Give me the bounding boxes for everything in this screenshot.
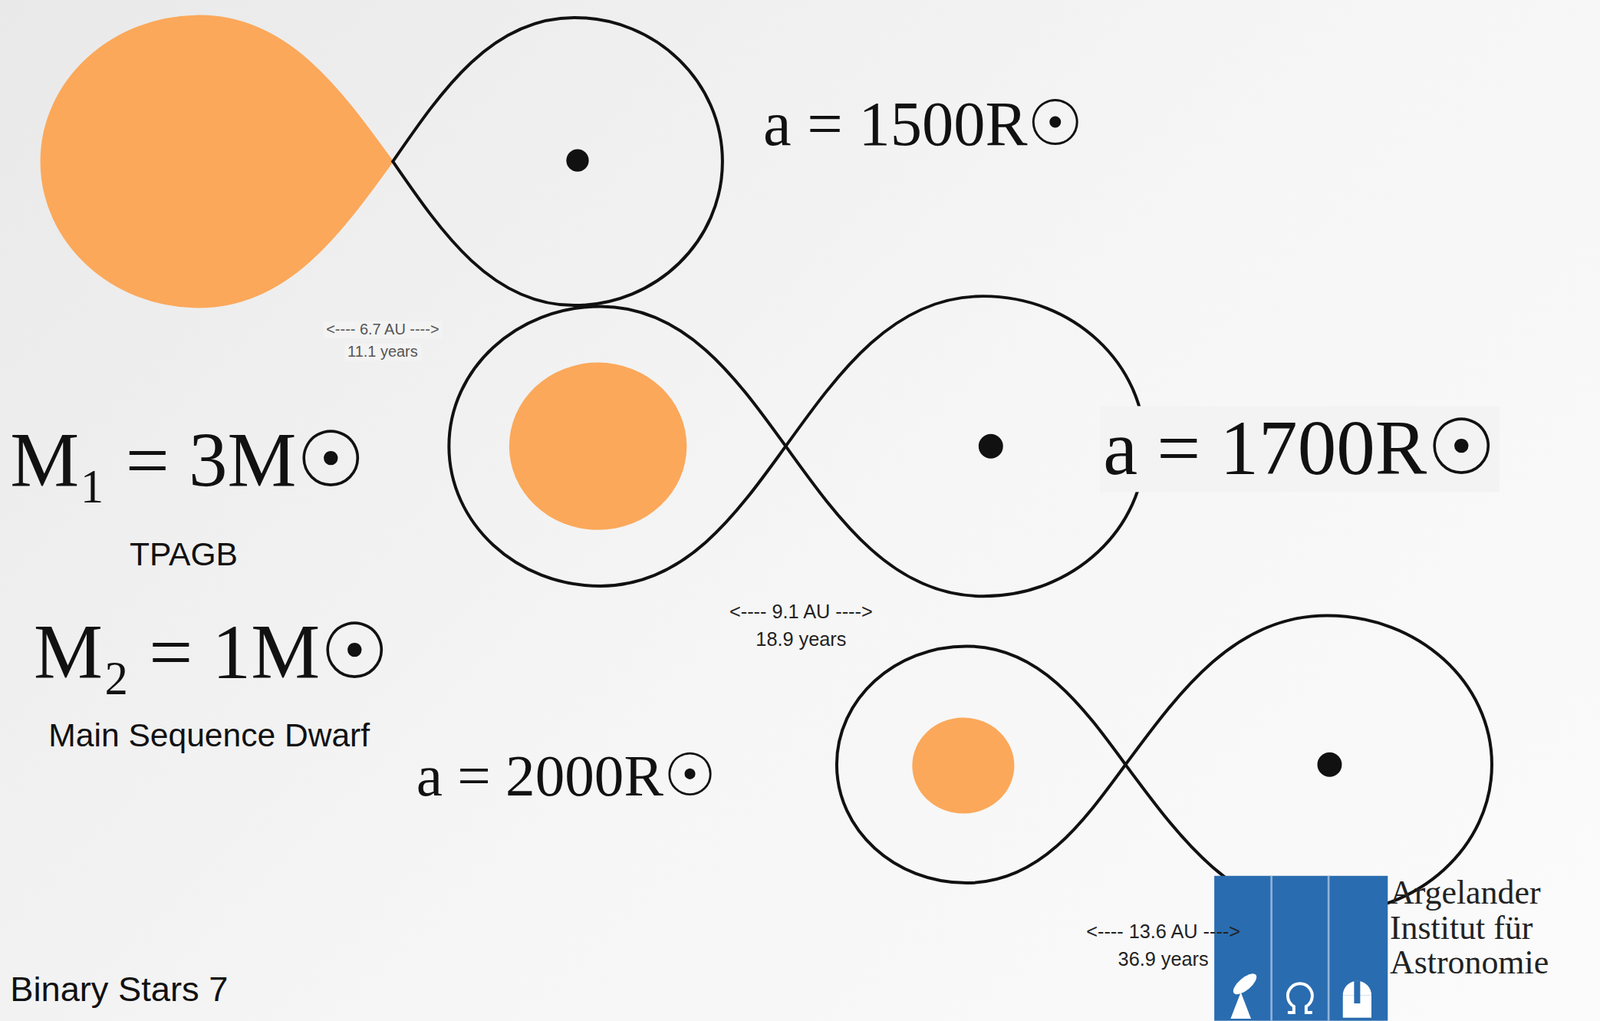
- dish-icon: [1230, 970, 1261, 998]
- period-label: 18.9 years: [755, 628, 847, 651]
- logo-divider: [1270, 875, 1273, 1021]
- giant-star: [509, 362, 687, 531]
- dimension-label: <---- 6.7 AU ---->: [322, 321, 442, 339]
- star-type-label: Main Sequence Dwarf: [48, 716, 370, 753]
- separation-label: a = 1500R☉: [763, 89, 1084, 160]
- roche-lobe: [448, 306, 786, 587]
- institute-name: Argelander Institut für Astronomie: [1389, 875, 1549, 980]
- dish-icon: [1230, 991, 1252, 1019]
- roche-lobe: [785, 296, 1145, 596]
- dimension-label: <---- 13.6 AU ---->: [1086, 921, 1241, 943]
- companion-star: [1316, 752, 1342, 777]
- omega-icon: [1287, 983, 1313, 1013]
- logo-panel: [1214, 875, 1388, 1021]
- period-label: 11.1 years: [344, 343, 422, 361]
- star-type-label: TPAGB: [129, 536, 238, 573]
- roche-lobe: [392, 17, 723, 306]
- separation-label: a = 2000R☉: [416, 743, 717, 809]
- mass-label: M₂ = 1M☉: [33, 610, 390, 696]
- period-label: 36.9 years: [1118, 948, 1209, 971]
- logo-divider: [1327, 875, 1331, 1021]
- separation-label: a = 1700R☉: [1099, 406, 1500, 492]
- filled-roche-lobe: [40, 15, 393, 307]
- dome-slit: [1353, 981, 1360, 1004]
- roche-lobe: [1125, 615, 1492, 914]
- giant-star: [911, 717, 1014, 814]
- companion-star: [978, 434, 1004, 459]
- slide-footer: Binary Stars 7: [9, 971, 228, 1010]
- dimension-label: <---- 9.1 AU ---->: [729, 601, 873, 623]
- mass-label: M₁ = 3M☉: [9, 418, 366, 504]
- companion-star: [566, 149, 589, 172]
- roche-lobe: [836, 645, 1126, 883]
